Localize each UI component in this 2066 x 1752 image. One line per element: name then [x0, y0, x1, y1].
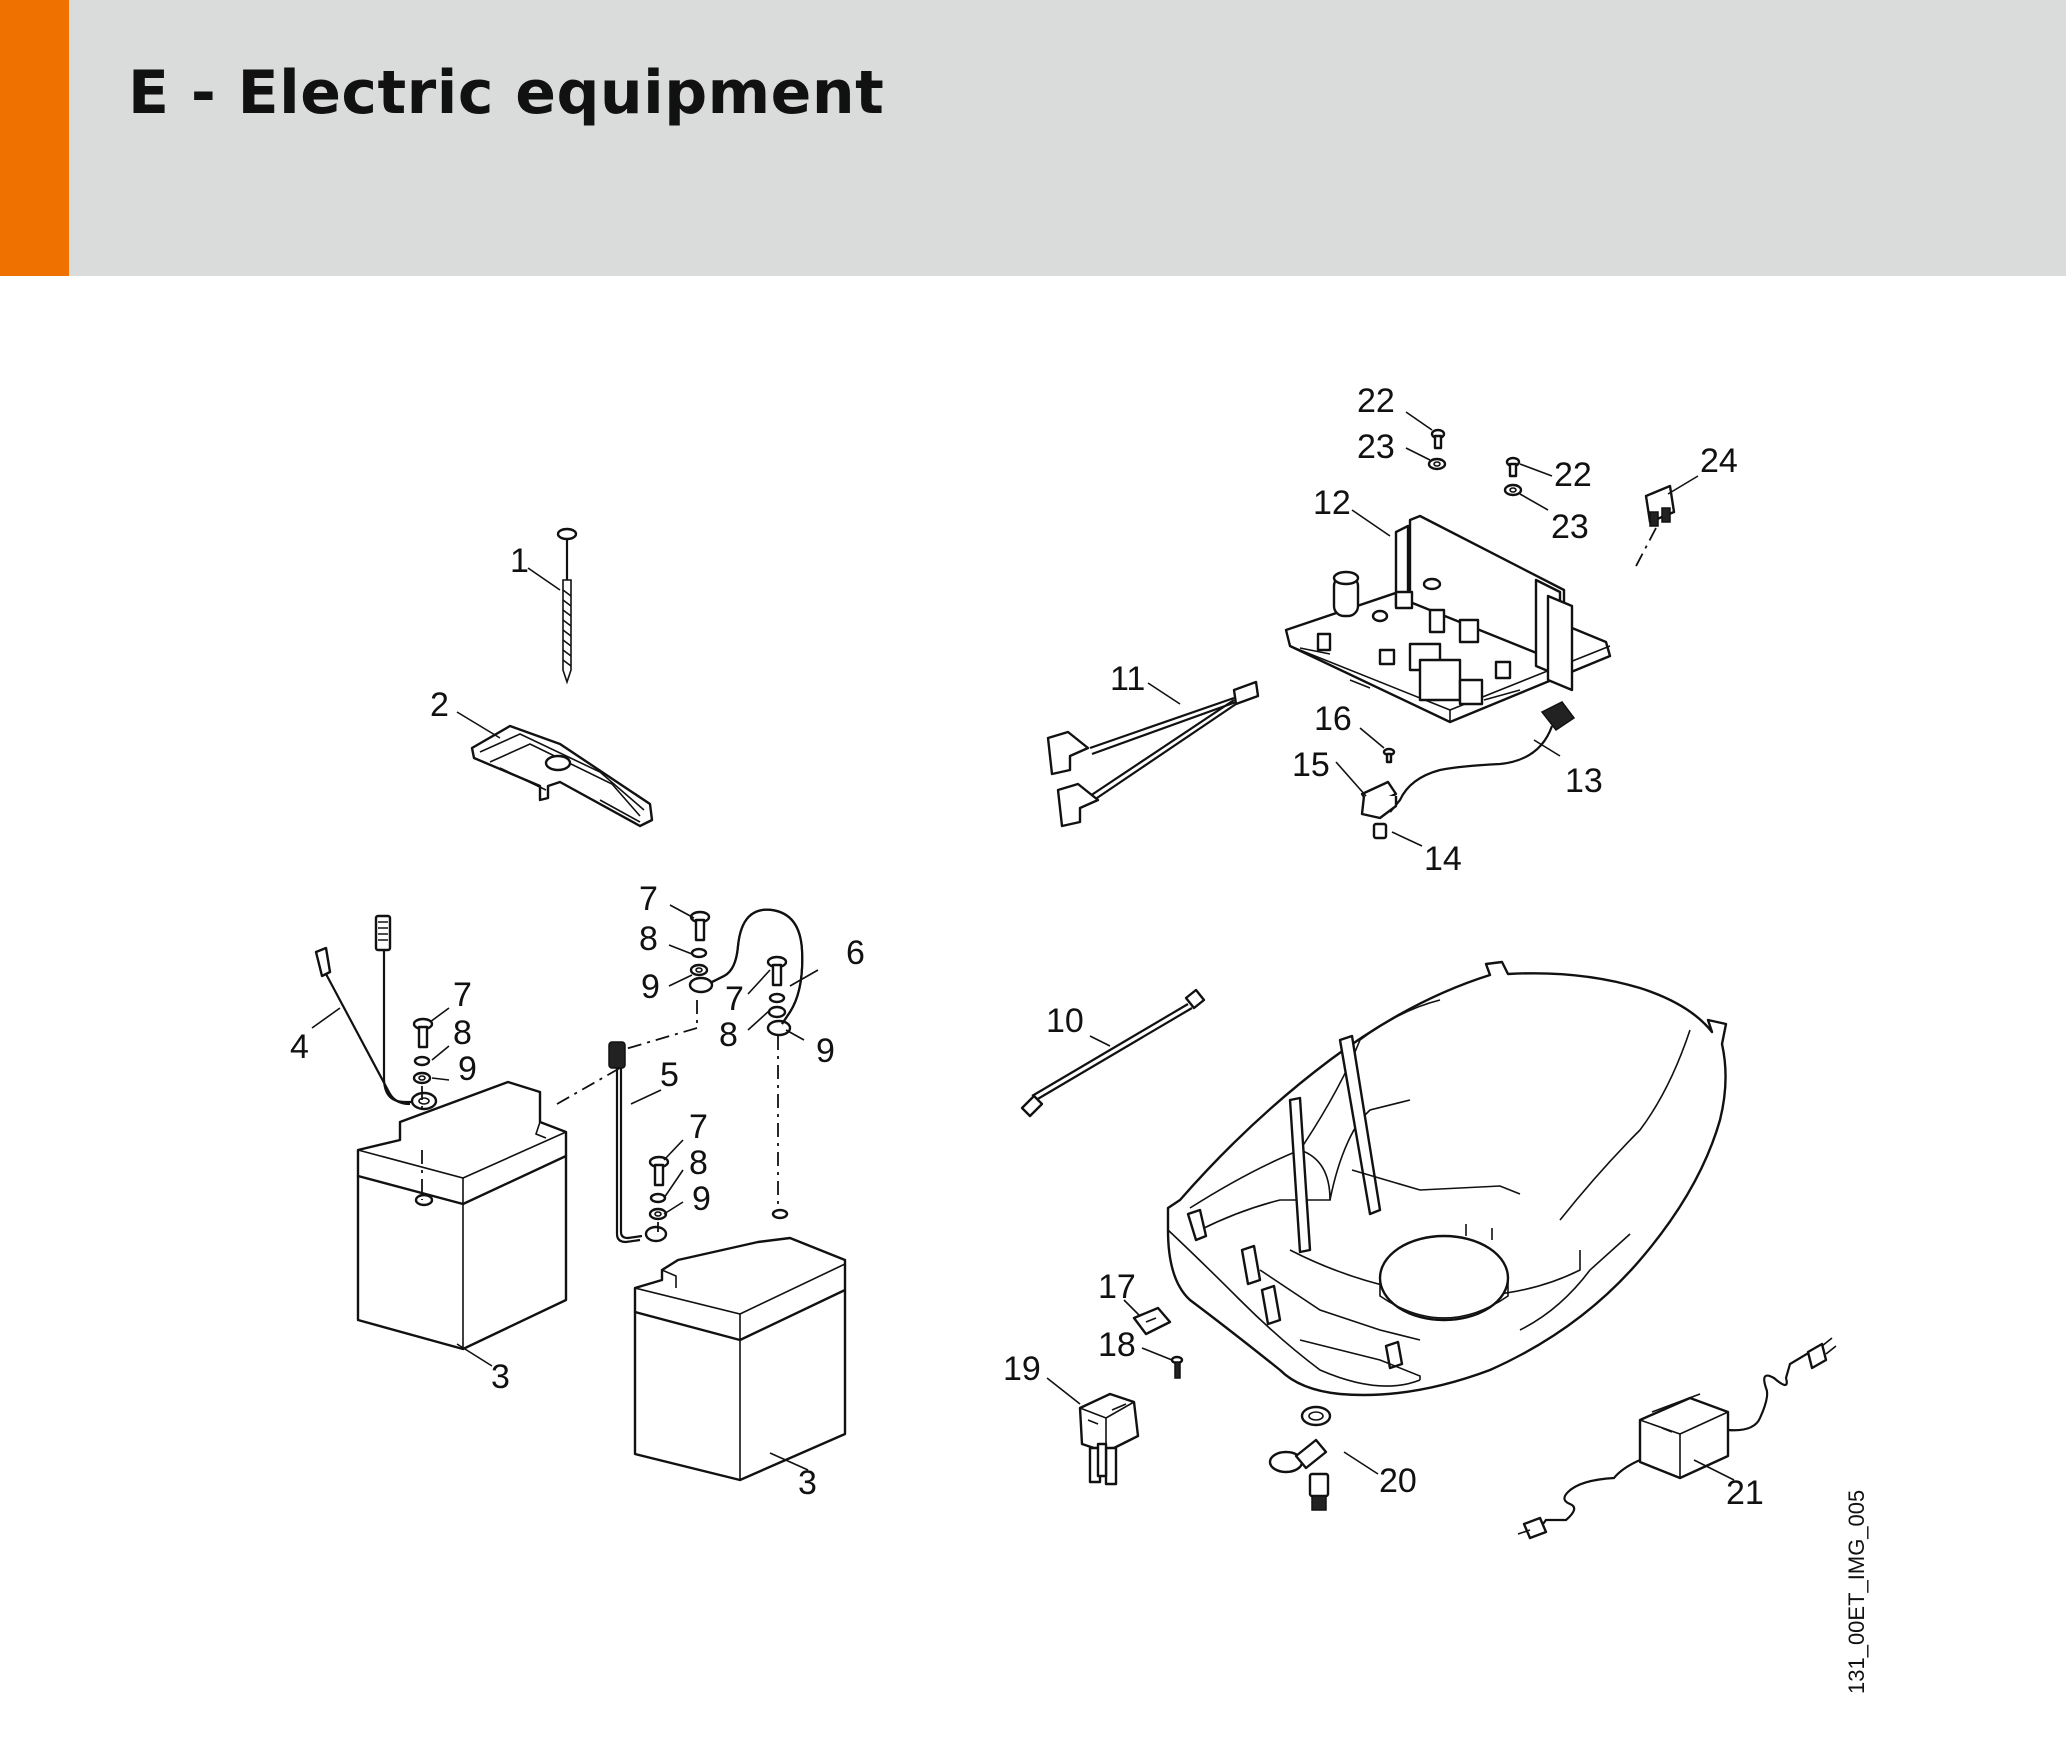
callout-18: 18: [1098, 1326, 1136, 1364]
callout-9-a: 9: [458, 1050, 477, 1088]
callout-21: 21: [1726, 1474, 1764, 1512]
callout-13: 13: [1565, 762, 1603, 800]
callout-22-b: 22: [1554, 456, 1592, 494]
callout-3-right: 3: [798, 1464, 817, 1502]
part-cable-4: [314, 914, 438, 1111]
callout-8-a: 8: [453, 1014, 472, 1052]
callout-19: 19: [1003, 1350, 1041, 1388]
callout-3-left: 3: [491, 1358, 510, 1396]
callout-23-b: 23: [1551, 508, 1589, 546]
callout-22-a: 22: [1357, 382, 1395, 420]
screw-stack-left: [412, 1017, 434, 1085]
part-connector-20: [1268, 1405, 1332, 1511]
image-reference-code: 131_00ET_IMG_005: [1844, 1490, 1869, 1694]
part-sensor-rod-10: [1020, 988, 1206, 1118]
callout-23-a: 23: [1357, 428, 1395, 466]
part-cable-5: [608, 1041, 668, 1244]
header-accent-bar: [0, 0, 69, 276]
callout-1: 1: [510, 542, 529, 580]
callout-10: 10: [1046, 1002, 1084, 1040]
part-cable-13: [1389, 701, 1576, 813]
part-nut-14: [1372, 822, 1388, 840]
callout-7-b: 7: [639, 880, 658, 918]
part-bracket-2: [470, 724, 654, 828]
callout-15: 15: [1292, 746, 1330, 784]
part-control-board-12: [1284, 514, 1612, 724]
callout-8-b: 8: [639, 920, 658, 958]
callout-9-d: 9: [692, 1180, 711, 1218]
callout-6: 6: [846, 934, 865, 972]
callout-9-c: 9: [816, 1032, 835, 1070]
callout-7-a: 7: [453, 976, 472, 1014]
callout-5: 5: [660, 1056, 679, 1094]
callout-4: 4: [290, 1028, 309, 1066]
part-bridge-cable-6: [711, 908, 804, 1025]
part-housing-shell: [1166, 960, 1728, 1397]
header-band: [0, 0, 2066, 276]
page-title: E - Electric equipment: [128, 58, 885, 128]
leader-lines: [311, 411, 1735, 1481]
part-screw-1: [556, 527, 578, 685]
callout-17: 17: [1098, 1268, 1136, 1306]
callout-11: 11: [1110, 660, 1145, 698]
part-power-supply-21: [1517, 1337, 1837, 1540]
part-screw-18: [1170, 1355, 1184, 1379]
part-screw-16: [1382, 747, 1396, 764]
part-fuse-24: [1633, 484, 1676, 571]
callout-7-d: 7: [689, 1108, 708, 1146]
callout-2: 2: [430, 686, 449, 724]
callout-24: 24: [1700, 442, 1738, 480]
part-screws-22-23: [1427, 428, 1523, 497]
callout-14: 14: [1424, 840, 1462, 878]
part-battery-3-right: [633, 1208, 847, 1482]
callout-7-c: 7: [725, 980, 744, 1018]
part-harness-11: [1046, 680, 1260, 828]
part-clip-17: [1132, 1306, 1172, 1336]
callout-9-b: 9: [641, 968, 660, 1006]
screw-stack-right: [766, 955, 792, 1037]
callout-8-d: 8: [689, 1144, 708, 1182]
callout-16: 16: [1314, 700, 1352, 738]
callout-20: 20: [1379, 1462, 1417, 1500]
callout-labels: 1 2 3 3 4 5 6 7 8 9 7 8 9 7 8 9 7 8 9 10…: [290, 382, 1764, 1512]
callout-12: 12: [1313, 484, 1351, 522]
screw-stack-lower-middle: [648, 1155, 670, 1221]
part-sensor-15: [1360, 780, 1398, 820]
screw-stack-top-middle: [688, 910, 714, 994]
part-battery-3-left: [356, 1080, 568, 1351]
callout-8-c: 8: [719, 1016, 738, 1054]
part-switch-19: [1078, 1392, 1140, 1486]
